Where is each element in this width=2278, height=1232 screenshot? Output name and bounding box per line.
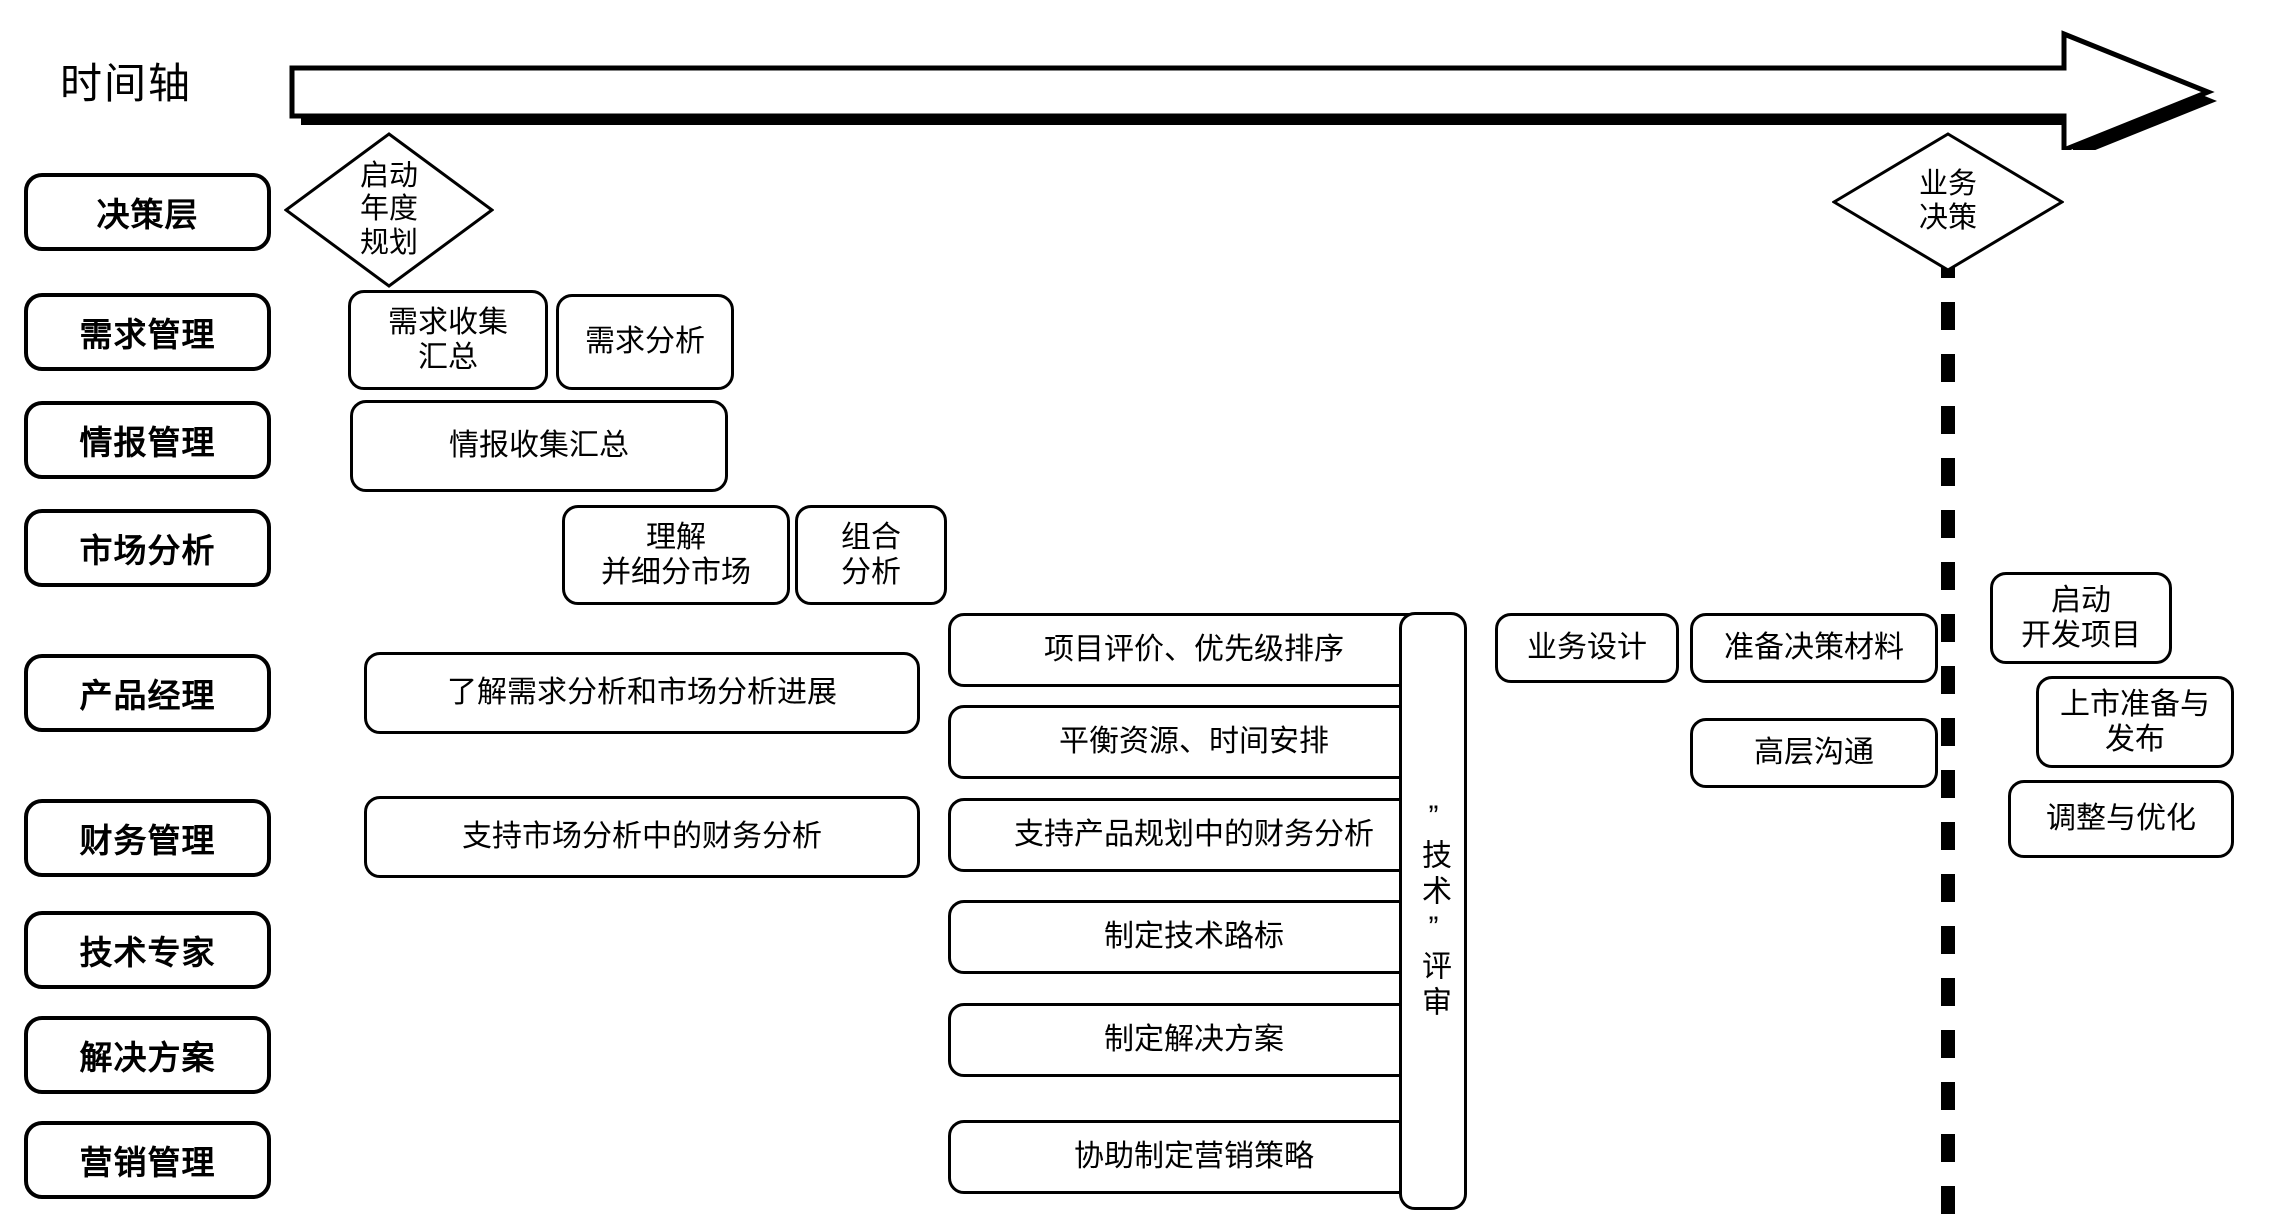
activity-prepare-material[interactable]: 准备决策材料 — [1690, 613, 1938, 683]
sidebar-item-market[interactable]: 市场分析 — [24, 509, 271, 587]
timeline-arrow-right-icon — [286, 22, 2218, 150]
lane-label: 情报管理 — [79, 424, 216, 461]
activity-finance-product[interactable]: 支持产品规划中的财务分析 — [948, 798, 1440, 872]
lane-label: 技术专家 — [79, 934, 216, 971]
lane-label: 产品经理 — [79, 677, 216, 714]
sidebar-item-marketing[interactable]: 营销管理 — [24, 1121, 271, 1199]
activity-adjust-optimize[interactable]: 调整与优化 — [2008, 780, 2234, 858]
activity-finance-market[interactable]: 支持市场分析中的财务分析 — [364, 796, 920, 878]
activity-portfolio-analysis[interactable]: 组合 分析 — [795, 505, 947, 605]
activity-balance-resource[interactable]: 平衡资源、时间安排 — [948, 705, 1440, 779]
activity-tech-review[interactable]: ”技术”评审 — [1399, 612, 1467, 1210]
milestone-label: 业务 决策 — [1918, 168, 1977, 234]
activity-know-progress[interactable]: 了解需求分析和市场分析进展 — [364, 652, 920, 734]
lane-label: 财务管理 — [79, 822, 216, 859]
activity-demand-analysis[interactable]: 需求分析 — [556, 294, 734, 390]
milestone-business-decision[interactable]: 业务 决策 — [1832, 132, 2064, 272]
lane-label: 市场分析 — [79, 532, 216, 569]
activity-make-solution[interactable]: 制定解决方案 — [948, 1003, 1440, 1077]
timeline-axis-label: 时间轴 — [60, 60, 193, 107]
activity-assist-marketing[interactable]: 协助制定营销策略 — [948, 1120, 1440, 1194]
lane-label: 需求管理 — [79, 316, 216, 353]
sidebar-item-solution[interactable]: 解决方案 — [24, 1016, 271, 1094]
activity-start-development[interactable]: 启动 开发项目 — [1990, 572, 2172, 664]
activity-business-design[interactable]: 业务设计 — [1495, 613, 1679, 683]
lane-label: 决策层 — [96, 196, 199, 233]
activity-tech-review-label: ”技术”评审 — [1417, 800, 1450, 1022]
sidebar-item-finance[interactable]: 财务管理 — [24, 799, 271, 877]
milestone-annual-plan[interactable]: 启动 年度 规划 — [284, 132, 494, 288]
milestone-label: 启动 年度 规划 — [359, 159, 418, 259]
activity-exec-communication[interactable]: 高层沟通 — [1690, 718, 1938, 788]
sidebar-item-demand[interactable]: 需求管理 — [24, 293, 271, 371]
sidebar-item-tech-expert[interactable]: 技术专家 — [24, 911, 271, 989]
sidebar-item-intel[interactable]: 情报管理 — [24, 401, 271, 479]
lane-label: 解决方案 — [79, 1039, 216, 1076]
activity-demand-collect[interactable]: 需求收集 汇总 — [348, 290, 548, 390]
activity-tech-roadmap[interactable]: 制定技术路标 — [948, 900, 1440, 974]
activity-project-eval[interactable]: 项目评价、优先级排序 — [948, 613, 1440, 687]
sidebar-item-product-manager[interactable]: 产品经理 — [24, 654, 271, 732]
activity-intel-collect[interactable]: 情报收集汇总 — [350, 400, 728, 492]
activity-understand-segment[interactable]: 理解 并细分市场 — [562, 505, 790, 605]
lane-label: 营销管理 — [79, 1144, 216, 1181]
sidebar-item-decision[interactable]: 决策层 — [24, 173, 271, 251]
activity-launch-preparation[interactable]: 上市准备与 发布 — [2036, 676, 2234, 768]
decision-gate-dashed-line — [1941, 250, 1955, 1232]
